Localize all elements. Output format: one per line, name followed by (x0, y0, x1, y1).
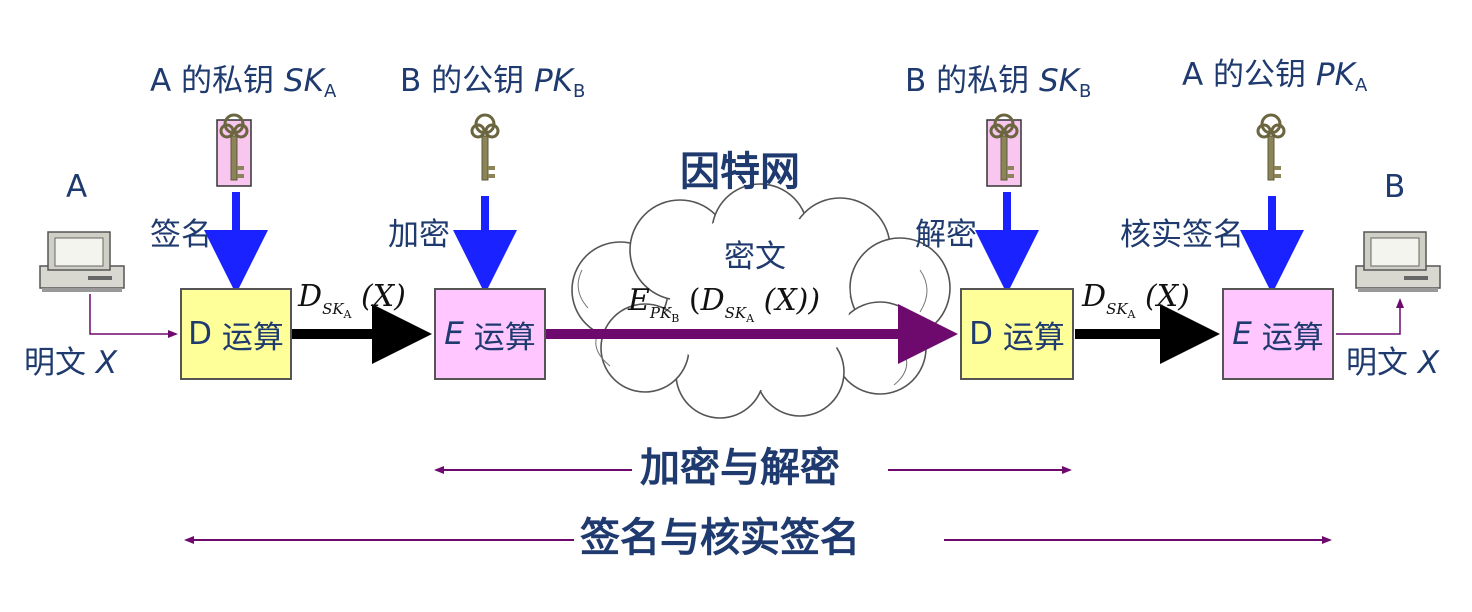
e-operation-op: E (444, 316, 464, 352)
key-symbol: SK (1038, 63, 1079, 99)
e-operation-box-2: E 运算 (1222, 288, 1334, 380)
e-operation-text: 运算 (1261, 319, 1324, 356)
formula-key-symbol: SK (1106, 300, 1128, 318)
formula-op: D (1082, 279, 1107, 314)
signed-formula-1: DSKA (X) (298, 279, 406, 321)
key-symbol: PK (1315, 57, 1355, 93)
formula-inner-key-symbol: SK (724, 304, 747, 322)
d-operation-op: D (969, 316, 993, 352)
ciphertext-label: 密文 (724, 239, 786, 275)
decrypt-label: 解密 (915, 217, 977, 253)
key-label-a-private: A 的私钥 SKA (150, 63, 336, 101)
formula-key-sub: A (343, 308, 352, 321)
e-operation-op: E (1232, 316, 1252, 352)
formula-arg: (X) (1145, 279, 1190, 314)
key-symbol: PK (533, 63, 574, 99)
plaintext-right: 明文 X (1346, 348, 1439, 379)
plaintext-out-arrow (1336, 298, 1404, 335)
plaintext-prefix: 明文 (24, 345, 86, 381)
key-symbol: SK (283, 63, 324, 99)
d-operation-box-2: D 运算 (960, 288, 1074, 380)
key-label-b-public: B 的公钥 PKB (400, 63, 585, 101)
cipher-formula: EPKB (DSKA (X)) (628, 283, 821, 325)
computer-a-icon (39, 231, 125, 293)
key-label-a-public: A 的公钥 PKA (1182, 57, 1367, 95)
sign-label: 签名 (150, 217, 212, 253)
formula-key: SKA (322, 300, 352, 321)
d-operation-text: 运算 (221, 319, 284, 356)
verify-label: 核实签名 (1120, 217, 1244, 253)
encrypt-label: 加密 (388, 217, 450, 253)
plaintext-prefix: 明文 (1346, 345, 1408, 381)
formula-arg: (X) (361, 279, 406, 314)
e-operation-box-1: E 运算 (434, 288, 546, 380)
d-operation-op: D (188, 316, 212, 352)
key-prefix: B 的私钥 (905, 63, 1030, 99)
public-key-b-icon (470, 113, 500, 182)
formula-inner-key: SKA (724, 304, 755, 325)
plaintext-var: X (95, 345, 118, 381)
formula-key-symbol: SK (322, 300, 344, 318)
key-sub: A (1354, 75, 1368, 96)
formula-op: D (298, 279, 323, 314)
public-key-a-icon (1256, 113, 1286, 182)
d-operation-box-1: D 运算 (180, 288, 292, 380)
key-label-b-private: B 的私钥 SKB (905, 63, 1091, 101)
enc-dec-label: 加密与解密 (640, 445, 840, 491)
key-prefix: A 的公钥 (1182, 57, 1307, 93)
formula-outer-key: PKB (649, 304, 680, 325)
formula-key-sub: A (1127, 308, 1136, 321)
key-sub: B (573, 81, 586, 102)
key-prefix: A 的私钥 (150, 63, 275, 99)
signed-formula-2: DSKA (X) (1082, 279, 1190, 321)
plaintext-left: 明文 X (24, 348, 117, 379)
key-sub: A (323, 81, 337, 102)
computer-b-icon (1355, 231, 1441, 293)
e-operation-text: 运算 (473, 319, 536, 356)
receiver-label: B (1384, 169, 1406, 205)
sender-label: A (66, 169, 88, 205)
formula-inner-key-sub: A (746, 312, 755, 325)
internet-title: 因特网 (680, 149, 800, 195)
key-prefix: B 的公钥 (400, 63, 525, 99)
formula-outer-key-sub: B (671, 312, 680, 325)
internet-cloud-shadow (577, 269, 928, 386)
plaintext-in-arrow (89, 294, 178, 338)
formula-outer-key-symbol: PK (649, 304, 672, 322)
formula-open-paren: ( (688, 283, 701, 318)
plaintext-var: X (1417, 345, 1440, 381)
formula-outer-op: E (628, 283, 650, 318)
formula-inner-arg: (X)) (763, 283, 821, 318)
sign-verify-label: 签名与核实签名 (580, 515, 860, 561)
formula-inner-op: D (700, 283, 725, 318)
d-operation-text: 运算 (1002, 319, 1065, 356)
key-sub: B (1079, 81, 1092, 102)
formula-key: SKA (1106, 300, 1136, 321)
